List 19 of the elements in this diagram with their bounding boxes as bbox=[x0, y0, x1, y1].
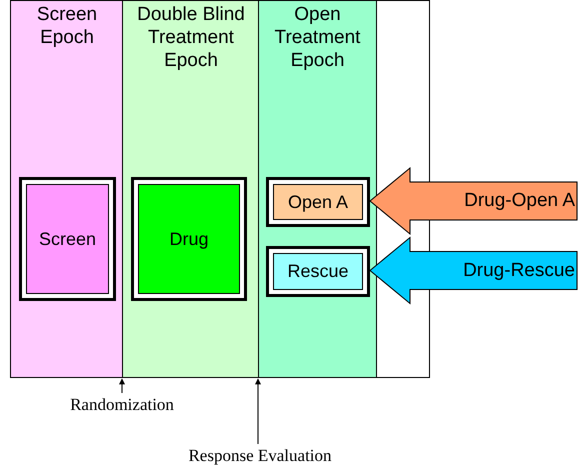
epoch-heading: Screen Epoch bbox=[36, 3, 98, 49]
arm-box bbox=[266, 177, 370, 227]
edge-label: Drug-Open A bbox=[464, 190, 575, 212]
annotation-text: Randomization bbox=[42, 395, 202, 415]
edge-label: Drug-Rescue bbox=[463, 260, 575, 282]
block-arrow bbox=[369, 236, 578, 305]
arrow bbox=[255, 378, 261, 444]
annotation-text: Response Evaluation bbox=[170, 446, 350, 466]
arm-label: Rescue bbox=[287, 261, 349, 282]
epoch-heading: Open Treatment Epoch bbox=[274, 3, 362, 72]
arm-label: Screen bbox=[38, 228, 96, 250]
arm-label: Open A bbox=[288, 192, 348, 212]
arm-box bbox=[266, 246, 370, 297]
epoch-heading: Double Blind Treatment Epoch bbox=[136, 3, 246, 72]
arm-label: Drug bbox=[169, 228, 208, 250]
arm-box bbox=[131, 177, 247, 301]
arm-box bbox=[19, 177, 116, 301]
block-arrow bbox=[369, 166, 578, 236]
arrow bbox=[119, 378, 125, 394]
